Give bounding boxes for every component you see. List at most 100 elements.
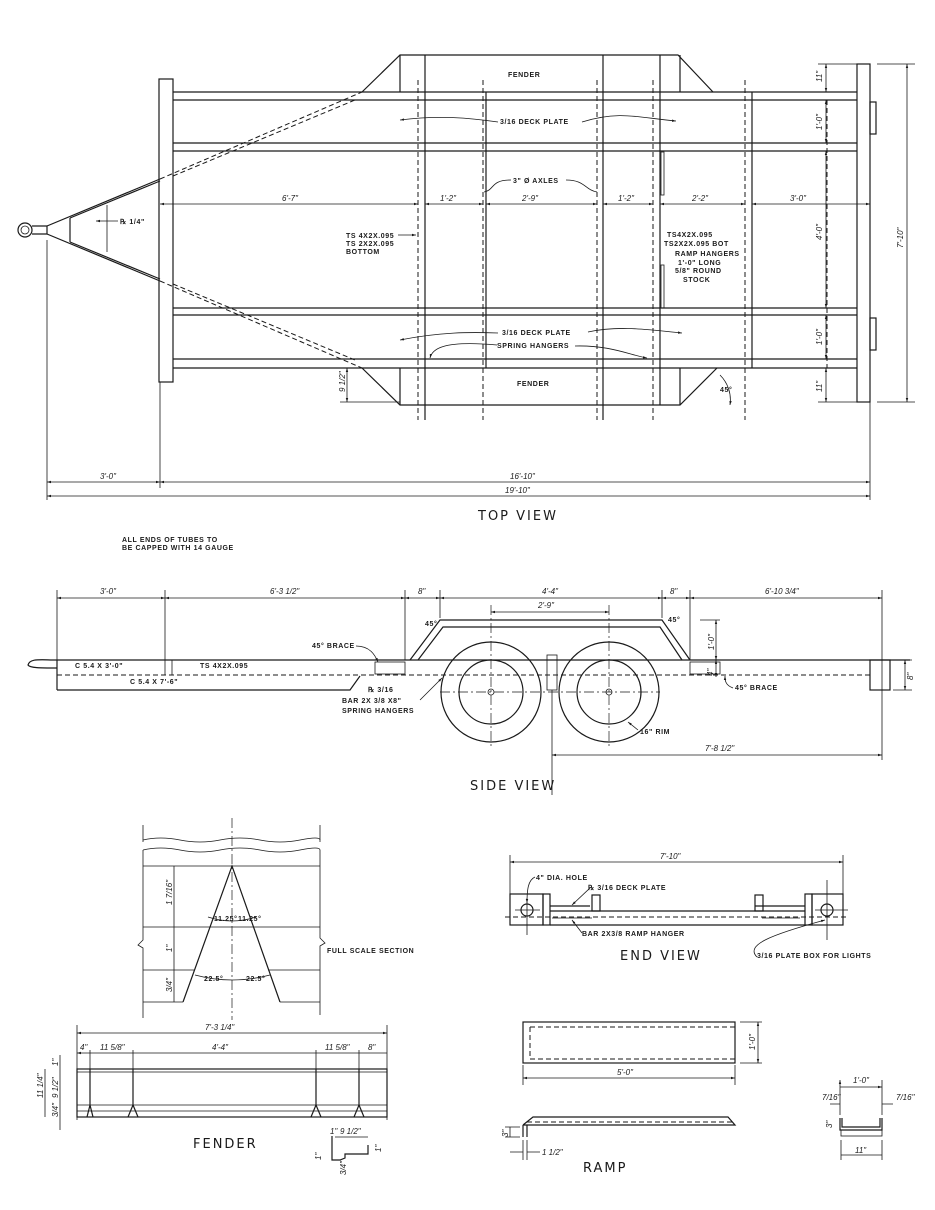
top-view: 6'-7" 1'-2" 2'-9" 1'-2" 2'-2" 3'-0" 11" … xyxy=(17,54,915,524)
angle: 22.5° xyxy=(246,975,265,983)
dim: 4" xyxy=(80,1043,88,1052)
dim: 16'-10" xyxy=(510,472,536,481)
rear-light-box xyxy=(869,659,891,691)
end-view: 7'-10" 4" DIA. HOLE ℞ 3/16 DECK PLATE BA… xyxy=(505,852,871,964)
label-ramp-hangers: RAMP HANGERS xyxy=(675,251,740,258)
label-hole: 4" DIA. HOLE xyxy=(536,875,588,882)
dim: 8" xyxy=(906,672,915,680)
angle: 22.5° xyxy=(204,975,223,983)
fender-blank xyxy=(76,1068,388,1118)
fender-bottom xyxy=(361,367,718,406)
dim: 11" xyxy=(815,70,824,82)
right-dims: 11" 1'-0" 4'-0" 1'-0" 11" 7'-10" xyxy=(815,63,915,403)
label-ramp-hangers: STOCK xyxy=(683,277,710,284)
dim: 19'-10" xyxy=(505,486,531,495)
dim: 11" xyxy=(815,380,824,392)
label-brace: 45° BRACE xyxy=(312,642,355,650)
label-axles: 3" Ø AXLES xyxy=(513,178,559,185)
section-label: FULL SCALE SECTION xyxy=(327,948,414,955)
dim: 8" xyxy=(670,587,678,596)
fender-detail: 7'-3 1/4" 4" 11 5/8" 4'-4" 11 5/8" 8" 11… xyxy=(36,1023,388,1175)
dim: 1'-0" xyxy=(815,328,824,345)
dim: 1'-0" xyxy=(853,1076,870,1085)
label-channel: C 5.4 X 3'-0" xyxy=(75,663,123,670)
note-line: BE CAPPED WITH 14 GAUGE xyxy=(122,545,234,552)
label-deck: ℞ 3/16 DECK PLATE xyxy=(588,884,666,892)
dim: 11 1/4" xyxy=(36,1072,45,1098)
end-view-title: END VIEW xyxy=(620,949,702,964)
light-box xyxy=(869,101,877,135)
dim: 11 5/8" xyxy=(100,1043,126,1052)
dim: 3/4" xyxy=(165,977,174,992)
dim: 5'-0" xyxy=(617,1068,634,1077)
label-tube: TS 2X2X.095 xyxy=(346,241,394,248)
label-brace: 45° BRACE xyxy=(735,684,778,692)
dim: 8" xyxy=(368,1043,376,1052)
dim: 3'-0" xyxy=(790,194,807,203)
dim: 4'-4" xyxy=(542,587,559,596)
label-tube: TS2X2X.095 BOT xyxy=(664,241,729,248)
dim: 3" xyxy=(825,1120,834,1128)
dim: 2'-2" xyxy=(691,194,709,203)
label-box: 3/16 PLATE BOX FOR LIGHTS xyxy=(757,953,871,960)
wheels xyxy=(440,605,660,748)
dim: 3'-0" xyxy=(100,472,117,481)
label-tube: TS4X2X.095 xyxy=(667,232,713,239)
dim: 4'-4" xyxy=(212,1043,229,1052)
dim: 6'-10 3/4" xyxy=(765,587,800,596)
label-fender: FENDER xyxy=(517,381,549,388)
label-fender: FENDER xyxy=(508,72,540,79)
dim: 3/4" xyxy=(51,1102,60,1117)
label-bar: BAR 2X3/8 RAMP HANGER xyxy=(582,931,685,938)
dim: 11 5/8" xyxy=(325,1043,351,1052)
tongue-tip xyxy=(27,659,58,669)
dim: 1'-2" xyxy=(618,194,635,203)
label-tube: TS 4X2X.095 xyxy=(346,233,394,240)
ramp-section xyxy=(839,1118,883,1131)
label-rim: 16" RIM xyxy=(640,729,670,736)
label-ramp-hangers: 1'-0" LONG xyxy=(678,260,721,267)
dim: 3/4" xyxy=(339,1160,348,1175)
ramp-side xyxy=(522,1116,737,1137)
top-view-title: TOP VIEW xyxy=(477,509,558,524)
label-angle: 45° xyxy=(425,620,437,628)
dim: 3" xyxy=(501,1129,510,1137)
note-line: ALL ENDS OF TUBES TO xyxy=(122,537,218,544)
bottom-dims: 3'-0" 16'-10" 19'-10" xyxy=(46,240,871,500)
dim: 1'-2" xyxy=(440,194,457,203)
dim: 3'-0" xyxy=(100,587,117,596)
dim: 1" xyxy=(314,1152,323,1160)
dim: 1'-0" xyxy=(815,113,824,130)
label-bar: SPRING HANGERS xyxy=(342,708,414,715)
label-ramp-hangers: 5/8" ROUND xyxy=(675,268,722,275)
dim: 7'-8 1/2" xyxy=(705,744,735,753)
crossmembers xyxy=(417,55,828,420)
angle: 11.25° xyxy=(214,915,238,923)
front-crossbar xyxy=(158,78,174,383)
label-deck-plate: 3/16 DECK PLATE xyxy=(502,330,571,337)
notch xyxy=(182,864,281,1003)
label-angle: 45° xyxy=(720,386,732,394)
label-tube: BOTTOM xyxy=(346,249,380,256)
dim: 7/16" xyxy=(896,1093,916,1102)
top-dim-row: 6'-7" 1'-2" 2'-9" 1'-2" 2'-2" 3'-0" xyxy=(160,194,870,206)
light-box xyxy=(869,317,877,351)
dim: 1'-0" xyxy=(707,633,716,650)
dim: 1'-0" xyxy=(748,1033,757,1050)
ramp-top xyxy=(522,1021,736,1064)
dim: 7'-3 1/4" xyxy=(205,1023,235,1032)
label-channel: C 5.4 X 7'-6" xyxy=(130,679,178,686)
label-angle: 45° xyxy=(668,616,680,624)
dim: 7/16" xyxy=(822,1093,842,1102)
dim: 9 1/2" xyxy=(340,1127,362,1136)
dim: 7'-10" xyxy=(896,226,905,248)
dim: 8" xyxy=(418,587,426,596)
fender-profile xyxy=(331,1136,369,1161)
dim: 9 1/2" xyxy=(51,1076,60,1098)
coupler-icon xyxy=(17,222,33,238)
dim: 2'-9" xyxy=(537,601,555,610)
fender-title: FENDER xyxy=(193,1137,258,1152)
dim: 6'-7" xyxy=(282,194,299,203)
label-spring-hangers: SPRING HANGERS xyxy=(497,343,569,350)
